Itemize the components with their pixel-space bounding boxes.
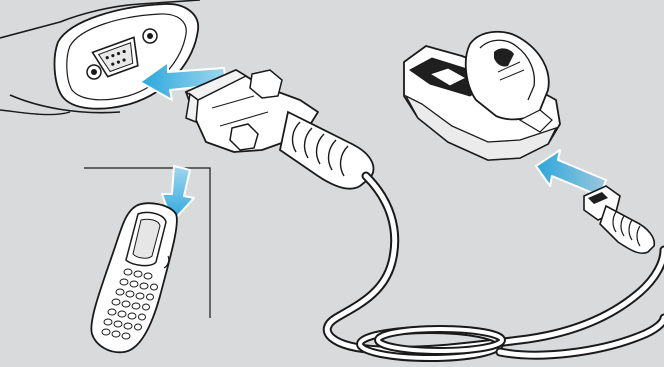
handheld-computer-inset — [84, 165, 211, 354]
db9-port-icon — [91, 36, 139, 78]
coiled-interface-cable — [322, 171, 664, 362]
thumbscrew-icon — [229, 69, 283, 151]
cradle-modular-plug — [583, 185, 656, 255]
rj-plug-icon — [583, 185, 656, 255]
scanner-in-cradle — [403, 30, 561, 161]
barcode-scanner-cradle-icon — [403, 30, 561, 161]
handheld-terminal-icon — [90, 202, 178, 354]
db9-cable-connector — [184, 69, 375, 190]
keypad — [101, 268, 158, 340]
strain-relief-ribs — [291, 121, 349, 177]
arrow-into-cradle — [535, 149, 607, 197]
screw-post-icon — [86, 28, 158, 80]
